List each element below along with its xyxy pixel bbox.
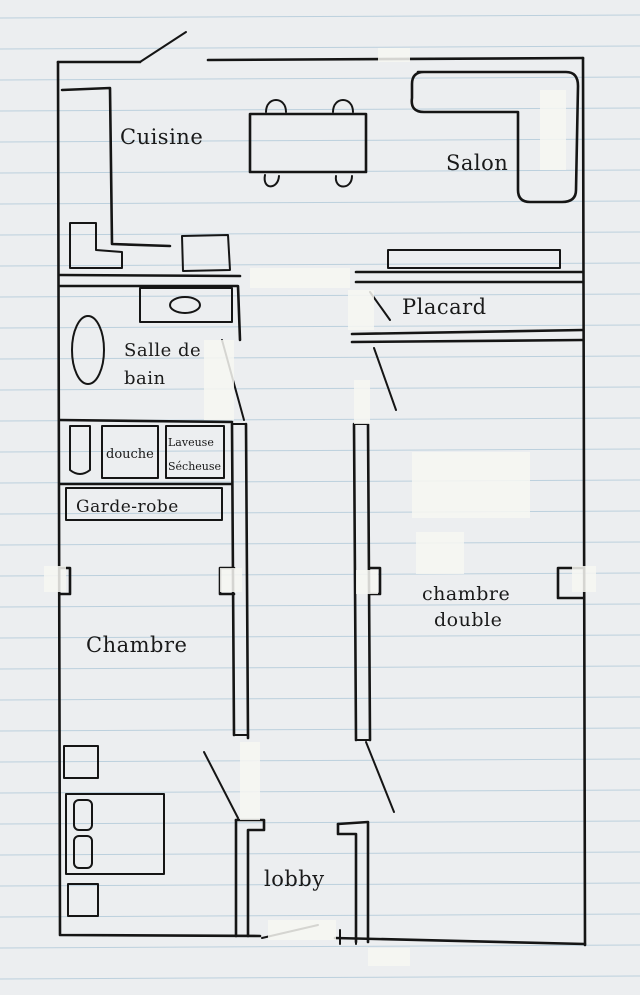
ruled-line — [0, 820, 640, 825]
nightstand — [67, 883, 99, 917]
wardrobe — [65, 487, 223, 521]
label-placard: Placard — [402, 295, 487, 319]
ruled-line — [0, 789, 640, 794]
ruled-line — [0, 45, 640, 50]
nightstand — [63, 745, 99, 779]
kitchen-cabinet — [69, 222, 123, 269]
shower-stall — [101, 425, 159, 479]
ruled-line — [0, 913, 640, 918]
ruled-line — [0, 448, 640, 453]
ruled-line — [0, 727, 640, 732]
bathroom-vanity — [139, 287, 233, 323]
label-secheuse: Sécheuse — [168, 460, 221, 473]
ruled-line — [0, 944, 640, 949]
entrance-door — [139, 31, 187, 63]
bedroom-door — [203, 751, 239, 819]
pillow-icon — [73, 835, 93, 869]
sink-icon — [169, 296, 201, 314]
dining-table — [248, 112, 368, 174]
ruled-line — [0, 138, 640, 143]
ruled-line — [0, 882, 640, 887]
washer-dryer — [165, 425, 225, 479]
ruled-paper-lines — [0, 14, 640, 980]
ruled-line — [0, 851, 640, 856]
dining-chair — [334, 175, 353, 188]
ruled-line — [0, 975, 640, 980]
label-chambre-double-2: double — [434, 609, 502, 631]
label-garde-robe: Garde-robe — [76, 497, 179, 517]
ruled-line — [0, 572, 640, 577]
ruled-line — [0, 758, 640, 763]
ruled-line — [0, 14, 640, 19]
label-chambre: Chambre — [86, 633, 187, 657]
ruled-line — [0, 293, 640, 298]
living-room-area — [387, 70, 580, 269]
ruled-line — [0, 324, 640, 329]
ruled-line — [0, 386, 640, 391]
label-lobby: lobby — [264, 867, 325, 891]
ruled-line — [0, 76, 640, 81]
pillow-icon — [73, 799, 93, 831]
ruled-line — [0, 510, 640, 515]
dining-chair — [263, 174, 280, 188]
label-salle-de-bain-1: Salle de — [124, 340, 201, 361]
dining-chair — [332, 99, 354, 113]
label-chambre-double-1: chambre — [422, 583, 510, 605]
ruled-line — [0, 231, 640, 236]
wardrobe-area — [65, 487, 223, 521]
label-laveuse: Laveuse — [168, 436, 214, 449]
l-sofa — [410, 70, 580, 204]
ruled-line — [0, 603, 640, 608]
ruled-line — [0, 479, 640, 484]
toilet-icon — [69, 425, 91, 475]
ruled-line — [0, 262, 640, 267]
bed — [65, 793, 165, 875]
interior-walls — [58, 270, 585, 411]
ruled-line — [0, 696, 640, 701]
ruled-line — [0, 665, 640, 670]
bathtub-icon — [71, 315, 105, 385]
double-bedroom-door — [365, 741, 395, 813]
label-salon: Salon — [446, 151, 508, 175]
ruled-line — [0, 355, 640, 360]
label-salle-de-bain-2: bain — [124, 368, 166, 389]
bedroom-furniture — [63, 745, 165, 917]
ruled-line — [0, 107, 640, 112]
label-douche: douche — [106, 447, 154, 462]
masking-tape — [44, 48, 596, 966]
ruled-line — [0, 541, 640, 546]
room-door — [373, 347, 397, 411]
room-labels: Cuisine Salon Placard Salle de bain douc… — [76, 125, 510, 891]
tv-console — [387, 249, 561, 269]
label-cuisine: Cuisine — [120, 125, 203, 149]
dining-chair — [265, 99, 287, 113]
kitchen-appliance — [181, 234, 231, 272]
ruled-line — [0, 634, 640, 639]
kitchen-area — [60, 86, 368, 272]
